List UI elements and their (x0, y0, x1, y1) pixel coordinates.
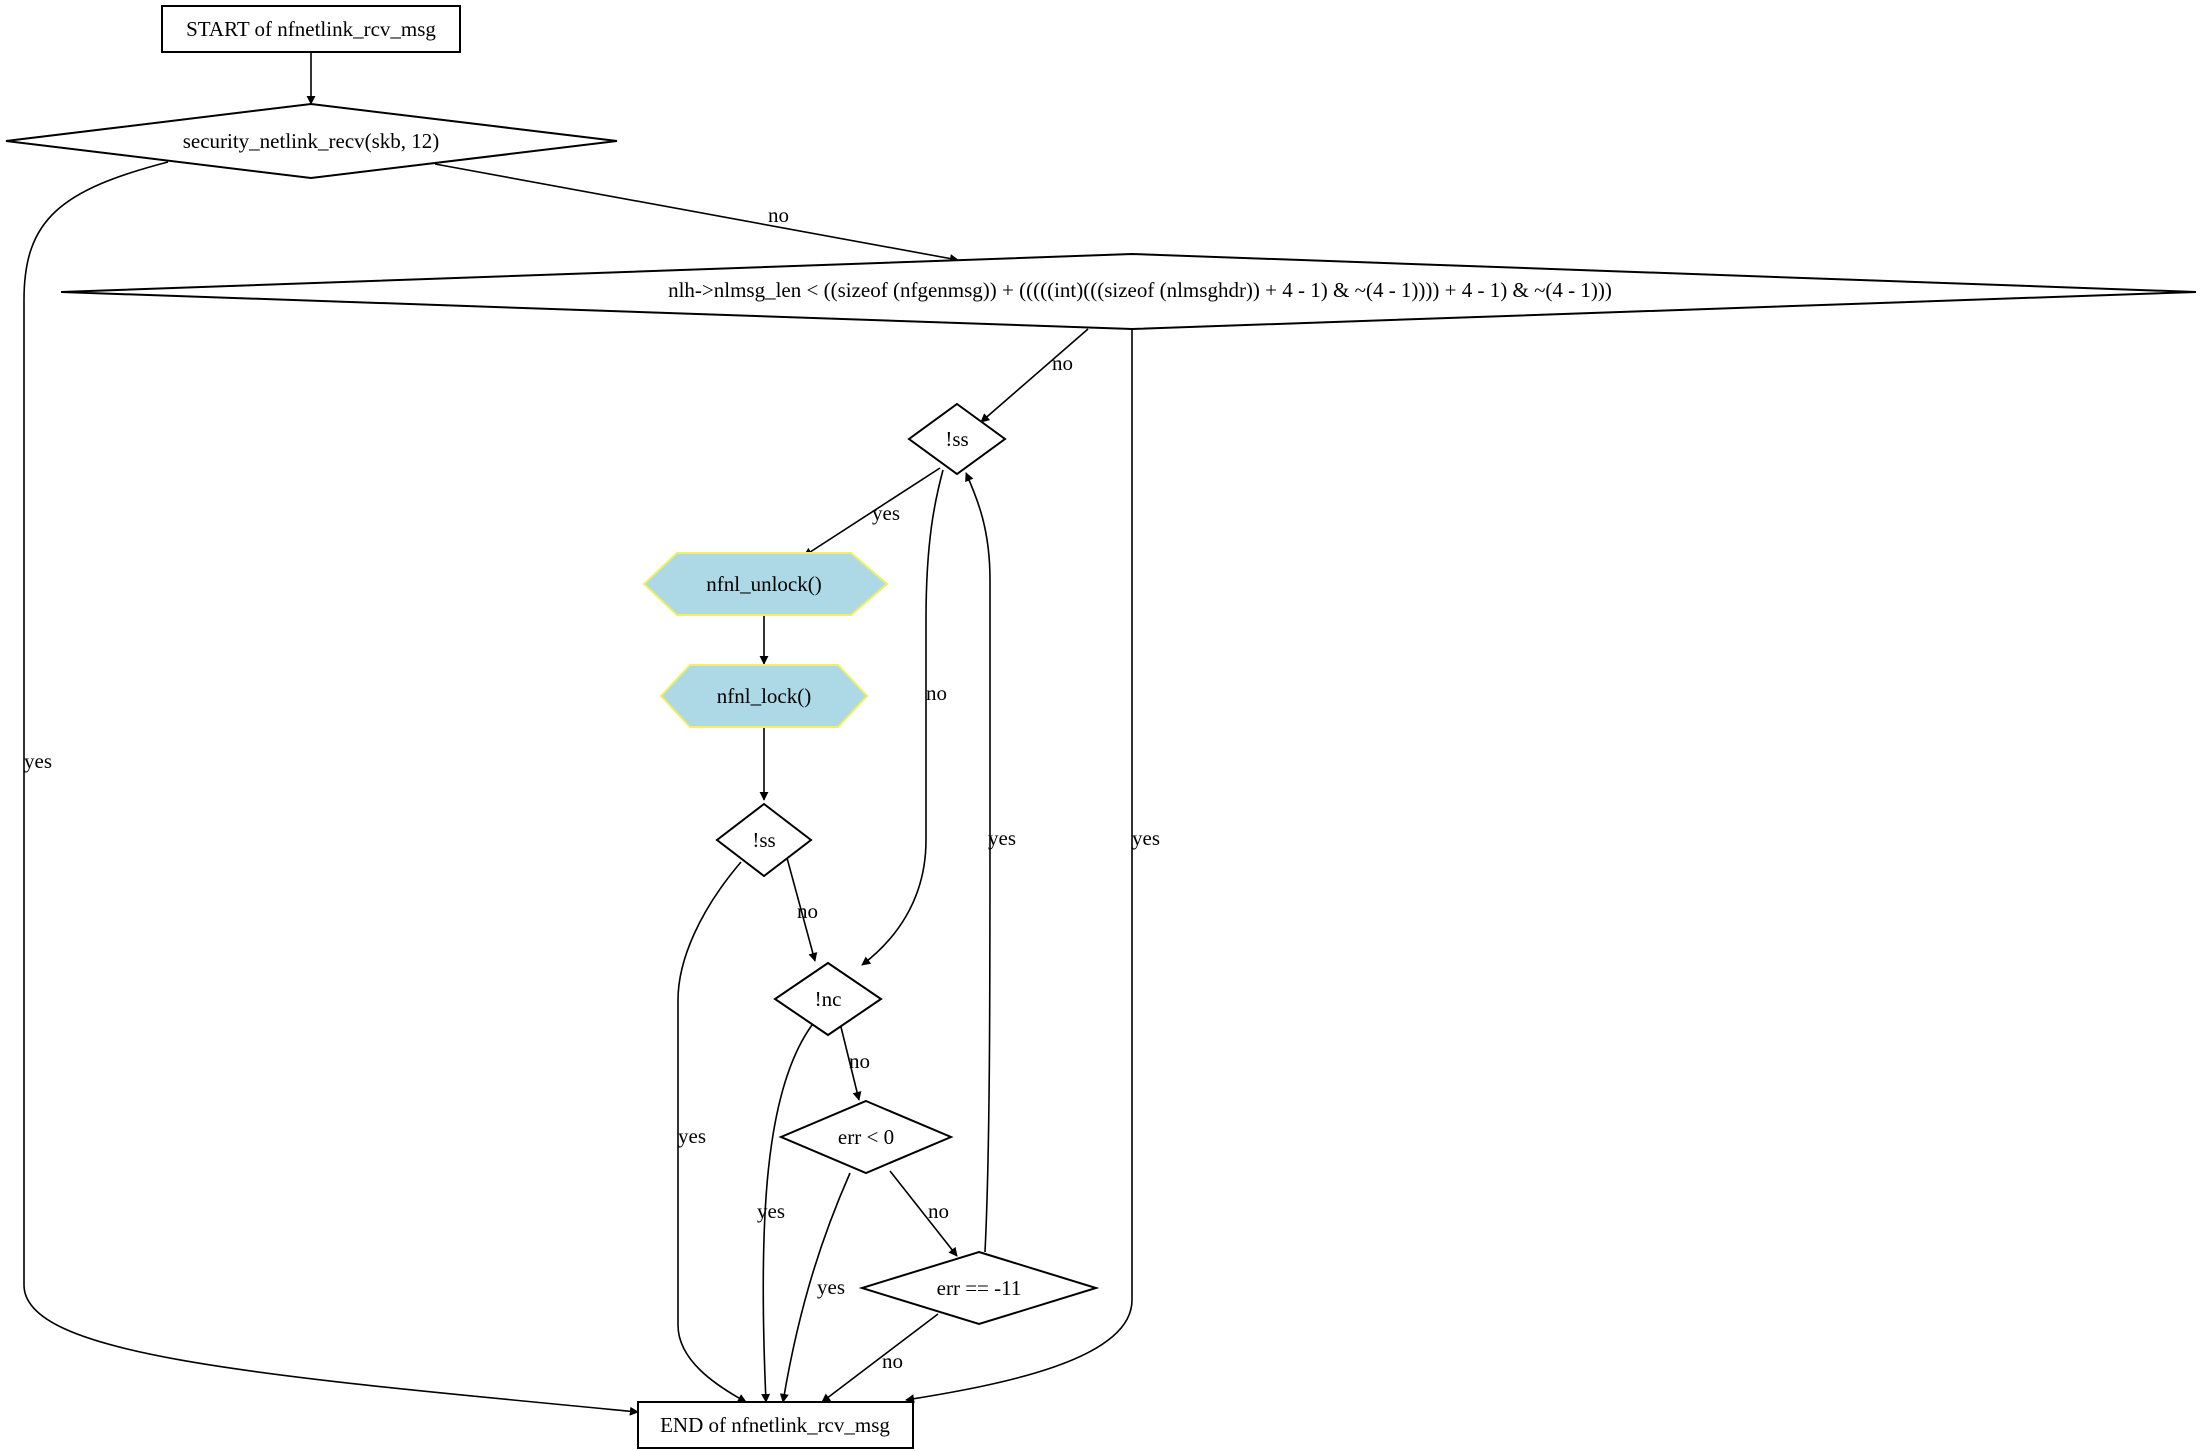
nc-check-label: !nc (815, 987, 842, 1011)
edge-label-ss1-to-nc: no (926, 681, 947, 705)
end-node: END of nfnetlink_rcv_msg (637, 1401, 914, 1449)
security-check-node: security_netlink_recv(skb, 12) (5, 102, 618, 180)
edge-err-to-end (779, 1172, 851, 1403)
edge-ss2-to-end (677, 861, 747, 1403)
edge-label-nc-to-end: yes (757, 1199, 785, 1223)
edge-err-to-eagain (889, 1170, 958, 1257)
lock-call-node: nfnl_lock() (659, 664, 869, 728)
eagain-check-node: err == -11 (858, 1250, 1100, 1326)
ss-check-node-1: !ss (907, 402, 1007, 476)
edge-eagain-to-end (821, 1313, 939, 1403)
edge-label-len-to-ss1: no (1052, 351, 1073, 375)
unlock-call-label: nfnl_unlock() (706, 572, 821, 596)
edge-label-ss2-to-nc: no (797, 899, 818, 923)
length-check-node: nlh->nlmsg_len < ((sizeof (nfgenmsg)) + … (60, 252, 2197, 331)
edges: no yes no yes yes no no yes no yes (23, 52, 1160, 1416)
edge-label-err-to-eagain: no (928, 1199, 949, 1223)
edge-label-security-to-len: no (768, 203, 789, 227)
err-check-node: err < 0 (778, 1099, 954, 1175)
edge-eagain-to-ss1 (965, 472, 991, 1253)
lock-call-label: nfnl_lock() (717, 684, 811, 708)
edge-label-eagain-to-end: no (882, 1349, 903, 1373)
edge-security-to-len (434, 163, 959, 263)
start-node: START of nfnetlink_rcv_msg (161, 5, 461, 53)
edge-label-eagain-to-ss1: yes (988, 826, 1016, 850)
eagain-check-label: err == -11 (937, 1276, 1022, 1300)
end-node-label: END of nfnetlink_rcv_msg (660, 1413, 890, 1437)
edge-label-err-to-end: yes (817, 1275, 845, 1299)
ss-check-1-label: !ss (945, 427, 968, 451)
edge-label-nc-to-err: no (849, 1049, 870, 1073)
nodes: START of nfnetlink_rcv_msg security_netl… (5, 5, 2197, 1449)
length-check-label: nlh->nlmsg_len < ((sizeof (nfgenmsg)) + … (668, 278, 1612, 302)
edge-ss2-to-nc (786, 857, 818, 962)
edge-label-security-to-end: yes (24, 749, 52, 773)
edge-len-to-end (905, 329, 1133, 1404)
security-check-label: security_netlink_recv(skb, 12) (183, 129, 440, 153)
edge-ss1-to-nc (861, 469, 944, 966)
edge-nc-to-err (839, 1022, 862, 1101)
unlock-call-node: nfnl_unlock() (642, 552, 889, 616)
edge-len-to-ss1 (980, 328, 1089, 423)
ss-check-2-label: !ss (752, 828, 775, 852)
edge-security-to-end (23, 161, 639, 1416)
edge-label-ss2-to-end: yes (678, 1124, 706, 1148)
nc-check-node: !nc (773, 961, 883, 1037)
edge-label-ss1-to-unlock: yes (872, 501, 900, 525)
ss-check-node-2: !ss (715, 802, 813, 878)
edge-label-len-to-end: yes (1132, 826, 1160, 850)
edge-nc-to-end (761, 1024, 813, 1403)
start-node-label: START of nfnetlink_rcv_msg (186, 17, 436, 41)
err-check-label: err < 0 (838, 1125, 894, 1149)
edge-ss1-to-unlock (803, 467, 941, 557)
